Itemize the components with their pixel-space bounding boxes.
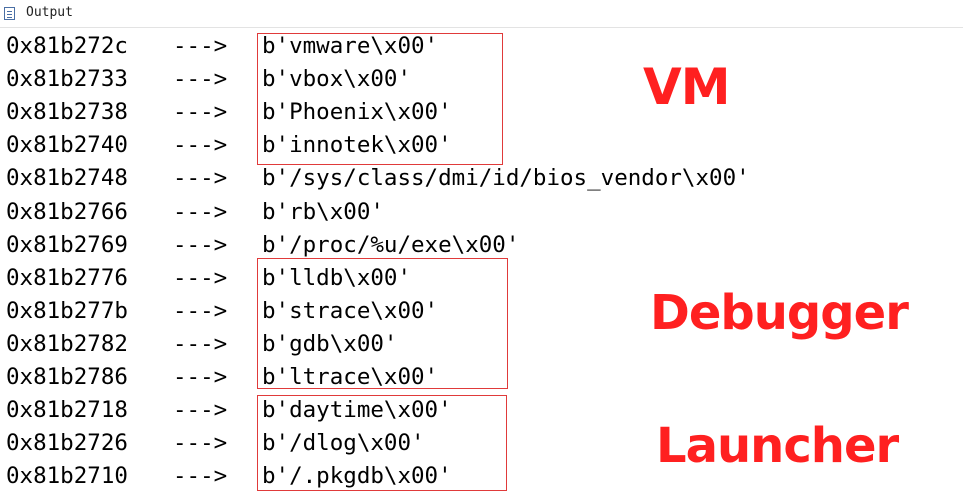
- arrow-text: --->: [173, 231, 228, 258]
- arrow-text: --->: [173, 430, 228, 457]
- arrow-text: --->: [173, 397, 228, 424]
- output-panel-icon: [4, 7, 15, 20]
- debugger-annotation-label: Debugger: [650, 285, 909, 341]
- output-panel-header: Output: [0, 0, 963, 28]
- launcher-annotation-label: Launcher: [656, 418, 899, 474]
- string-value-text: b'rb\x00': [262, 198, 384, 225]
- string-value-text: b'/sys/class/dmi/id/bios_vendor\x00': [262, 165, 750, 192]
- string-value-text: b'vbox\x00': [262, 66, 412, 93]
- string-value-text: b'lldb\x00': [262, 264, 412, 291]
- address-text: 0x81b2738: [6, 99, 128, 126]
- debugger-group-box: [257, 258, 508, 389]
- panel-title: Output: [26, 5, 73, 20]
- arrow-text: --->: [173, 198, 228, 225]
- string-value-text: b'ltrace\x00': [262, 364, 439, 390]
- string-value-text: b'daytime\x00': [262, 397, 452, 424]
- address-text: 0x81b2726: [6, 430, 128, 457]
- string-value-text: b'Phoenix\x00': [262, 99, 452, 126]
- string-value-text: b'gdb\x00': [262, 330, 398, 357]
- arrow-text: --->: [173, 132, 228, 159]
- address-text: 0x81b277b: [6, 297, 128, 324]
- address-text: 0x81b2710: [6, 463, 128, 490]
- address-text: 0x81b2766: [6, 198, 128, 225]
- string-value-text: b'strace\x00': [262, 297, 439, 324]
- arrow-text: --->: [173, 165, 228, 192]
- arrow-text: --->: [173, 364, 228, 390]
- vm-annotation-label: VM: [643, 58, 730, 116]
- address-text: 0x81b2733: [6, 66, 128, 93]
- address-text: 0x81b2776: [6, 264, 128, 291]
- address-text: 0x81b2786: [6, 364, 128, 390]
- address-text: 0x81b2782: [6, 330, 128, 357]
- address-text: 0x81b2740: [6, 132, 128, 159]
- address-text: 0x81b2718: [6, 397, 128, 424]
- vm-group-box: [257, 33, 503, 165]
- launcher-group-box: [257, 395, 507, 491]
- string-value-text: b'/.pkgdb\x00': [262, 463, 452, 490]
- string-value-text: b'/dlog\x00': [262, 430, 425, 457]
- arrow-text: --->: [173, 264, 228, 291]
- address-text: 0x81b2748: [6, 165, 128, 192]
- string-value-text: b'/proc/%u/exe\x00': [262, 231, 520, 258]
- arrow-text: --->: [173, 99, 228, 126]
- arrow-text: --->: [173, 33, 228, 59]
- string-value-text: b'innotek\x00': [262, 132, 452, 159]
- arrow-text: --->: [173, 66, 228, 93]
- arrow-text: --->: [173, 463, 228, 490]
- address-text: 0x81b2769: [6, 231, 128, 258]
- address-text: 0x81b272c: [6, 33, 128, 59]
- string-value-text: b'vmware\x00': [262, 33, 439, 59]
- arrow-text: --->: [173, 297, 228, 324]
- arrow-text: --->: [173, 330, 228, 357]
